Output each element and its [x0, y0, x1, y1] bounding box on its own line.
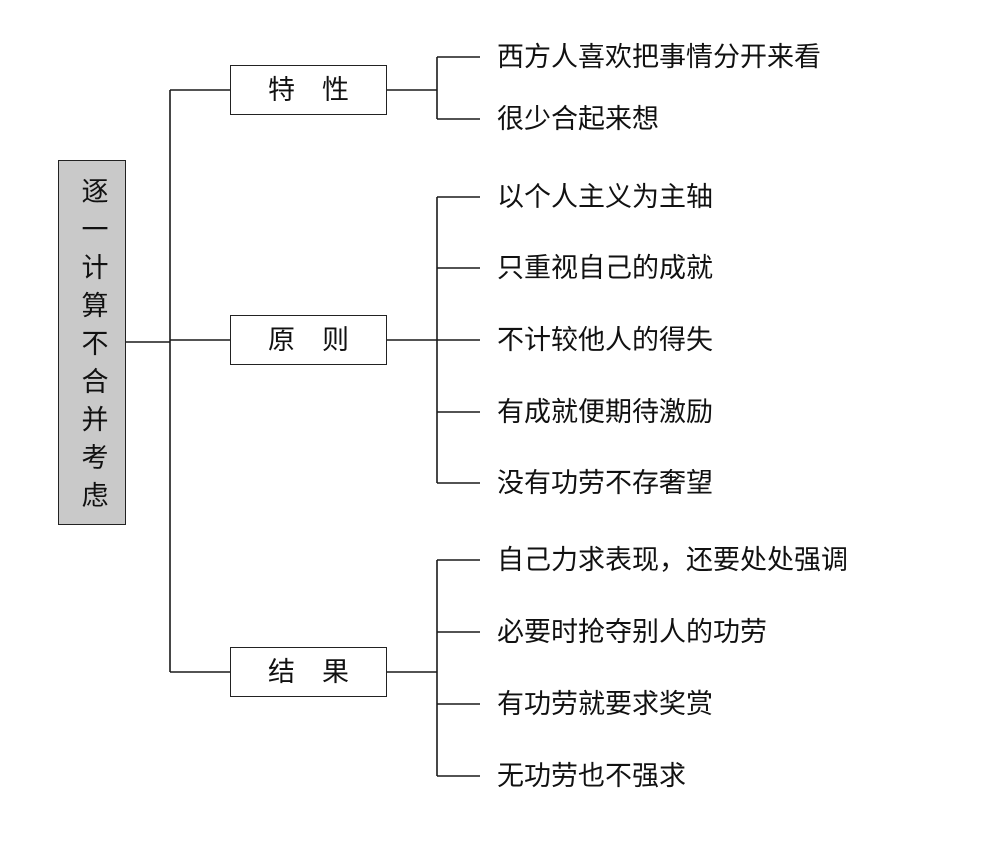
- leaf-item: 有功劳就要求奖赏: [497, 688, 713, 719]
- root-node: 逐一计算不合并考虑: [58, 160, 126, 525]
- branch-node-result: 结 果: [230, 647, 387, 697]
- box-to-bracket-lines: [387, 89, 437, 673]
- branch-connector-lines: [170, 89, 230, 673]
- leaf-item: 没有功劳不存奢望: [497, 467, 713, 498]
- branch-node-characteristic: 特 性: [230, 65, 387, 115]
- leaf-item: 很少合起来想: [497, 103, 659, 134]
- leaf-item: 以个人主义为主轴: [497, 181, 713, 212]
- branch-node-principle: 原 则: [230, 315, 387, 365]
- leaf-item: 有成就便期待激励: [497, 396, 713, 427]
- leaf-item: 必要时抢夺别人的功劳: [497, 616, 767, 647]
- bracket-branch-1: [436, 56, 480, 120]
- leaf-item: 无功劳也不强求: [497, 760, 686, 791]
- leaf-item: 自己力求表现，还要处处强调: [497, 544, 848, 575]
- leaf-item: 西方人喜欢把事情分开来看: [497, 41, 821, 72]
- bracket-branch-3: [436, 559, 480, 777]
- leaf-item: 不计较他人的得失: [497, 324, 713, 355]
- leaf-item: 只重视自己的成就: [497, 252, 713, 283]
- bracket-branch-2: [436, 196, 480, 484]
